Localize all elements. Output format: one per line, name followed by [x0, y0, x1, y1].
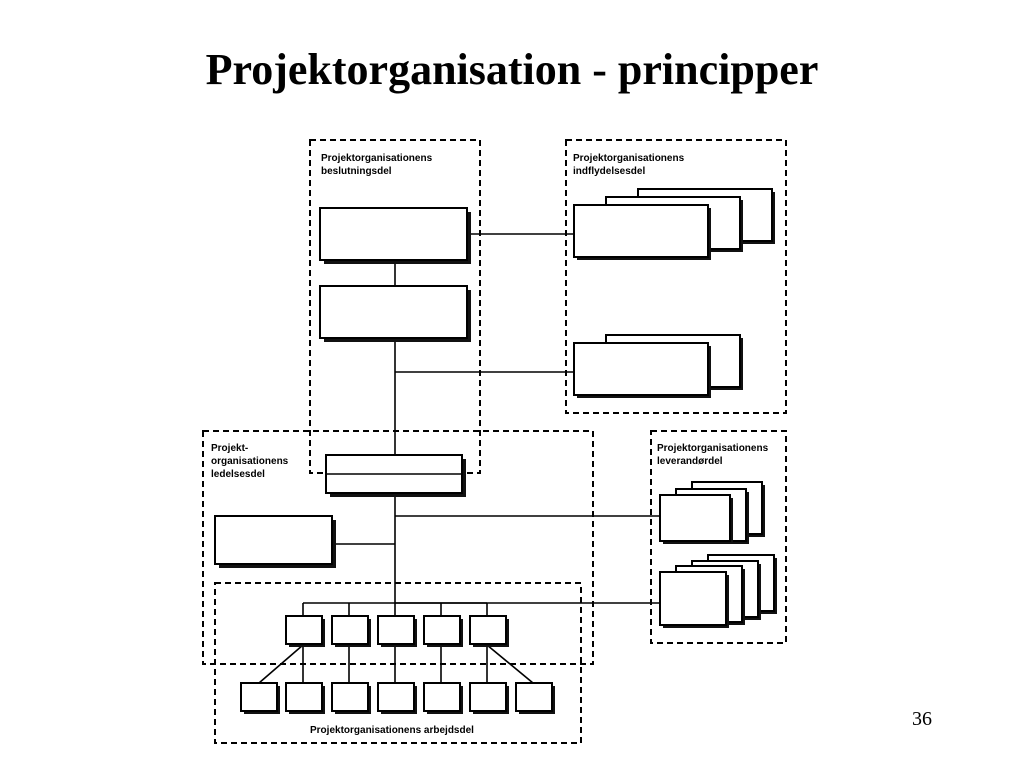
- influence-part-label: Projektorganisationens indflydelsesdel: [573, 153, 687, 177]
- decision-part-region: [309, 139, 481, 474]
- supplier-box-stack-bottom: [659, 554, 777, 628]
- supplier-part-region: [650, 430, 787, 644]
- influence-box-stack-top: [573, 188, 775, 260]
- management-box: [325, 454, 466, 497]
- management-staff-box: [214, 515, 336, 568]
- decision-box-top: [319, 207, 471, 264]
- supplier-box-stack-top: [659, 481, 765, 544]
- supplier-part-label: Projektorganisationens leverandørdel: [657, 443, 771, 467]
- influence-box-stack-bottom: [573, 334, 743, 398]
- work-part-region: [214, 582, 582, 744]
- slide-title: Projektorganisation - principper: [205, 45, 819, 94]
- decision-box-bottom: [319, 285, 471, 342]
- management-part-region: [202, 430, 594, 665]
- connector-lines: [258, 233, 662, 684]
- work-part-label: Projektorganisationens arbejdsdel: [310, 725, 474, 736]
- work-package-row-upper: [285, 615, 509, 647]
- decision-part-label: Projektorganisationens beslutningsdel: [321, 153, 435, 177]
- page-number: 36: [912, 708, 932, 730]
- management-part-label: Projekt- organisationens ledelsesdel: [211, 443, 291, 480]
- influence-part-region: [565, 139, 787, 414]
- work-package-row-lower: [240, 682, 555, 714]
